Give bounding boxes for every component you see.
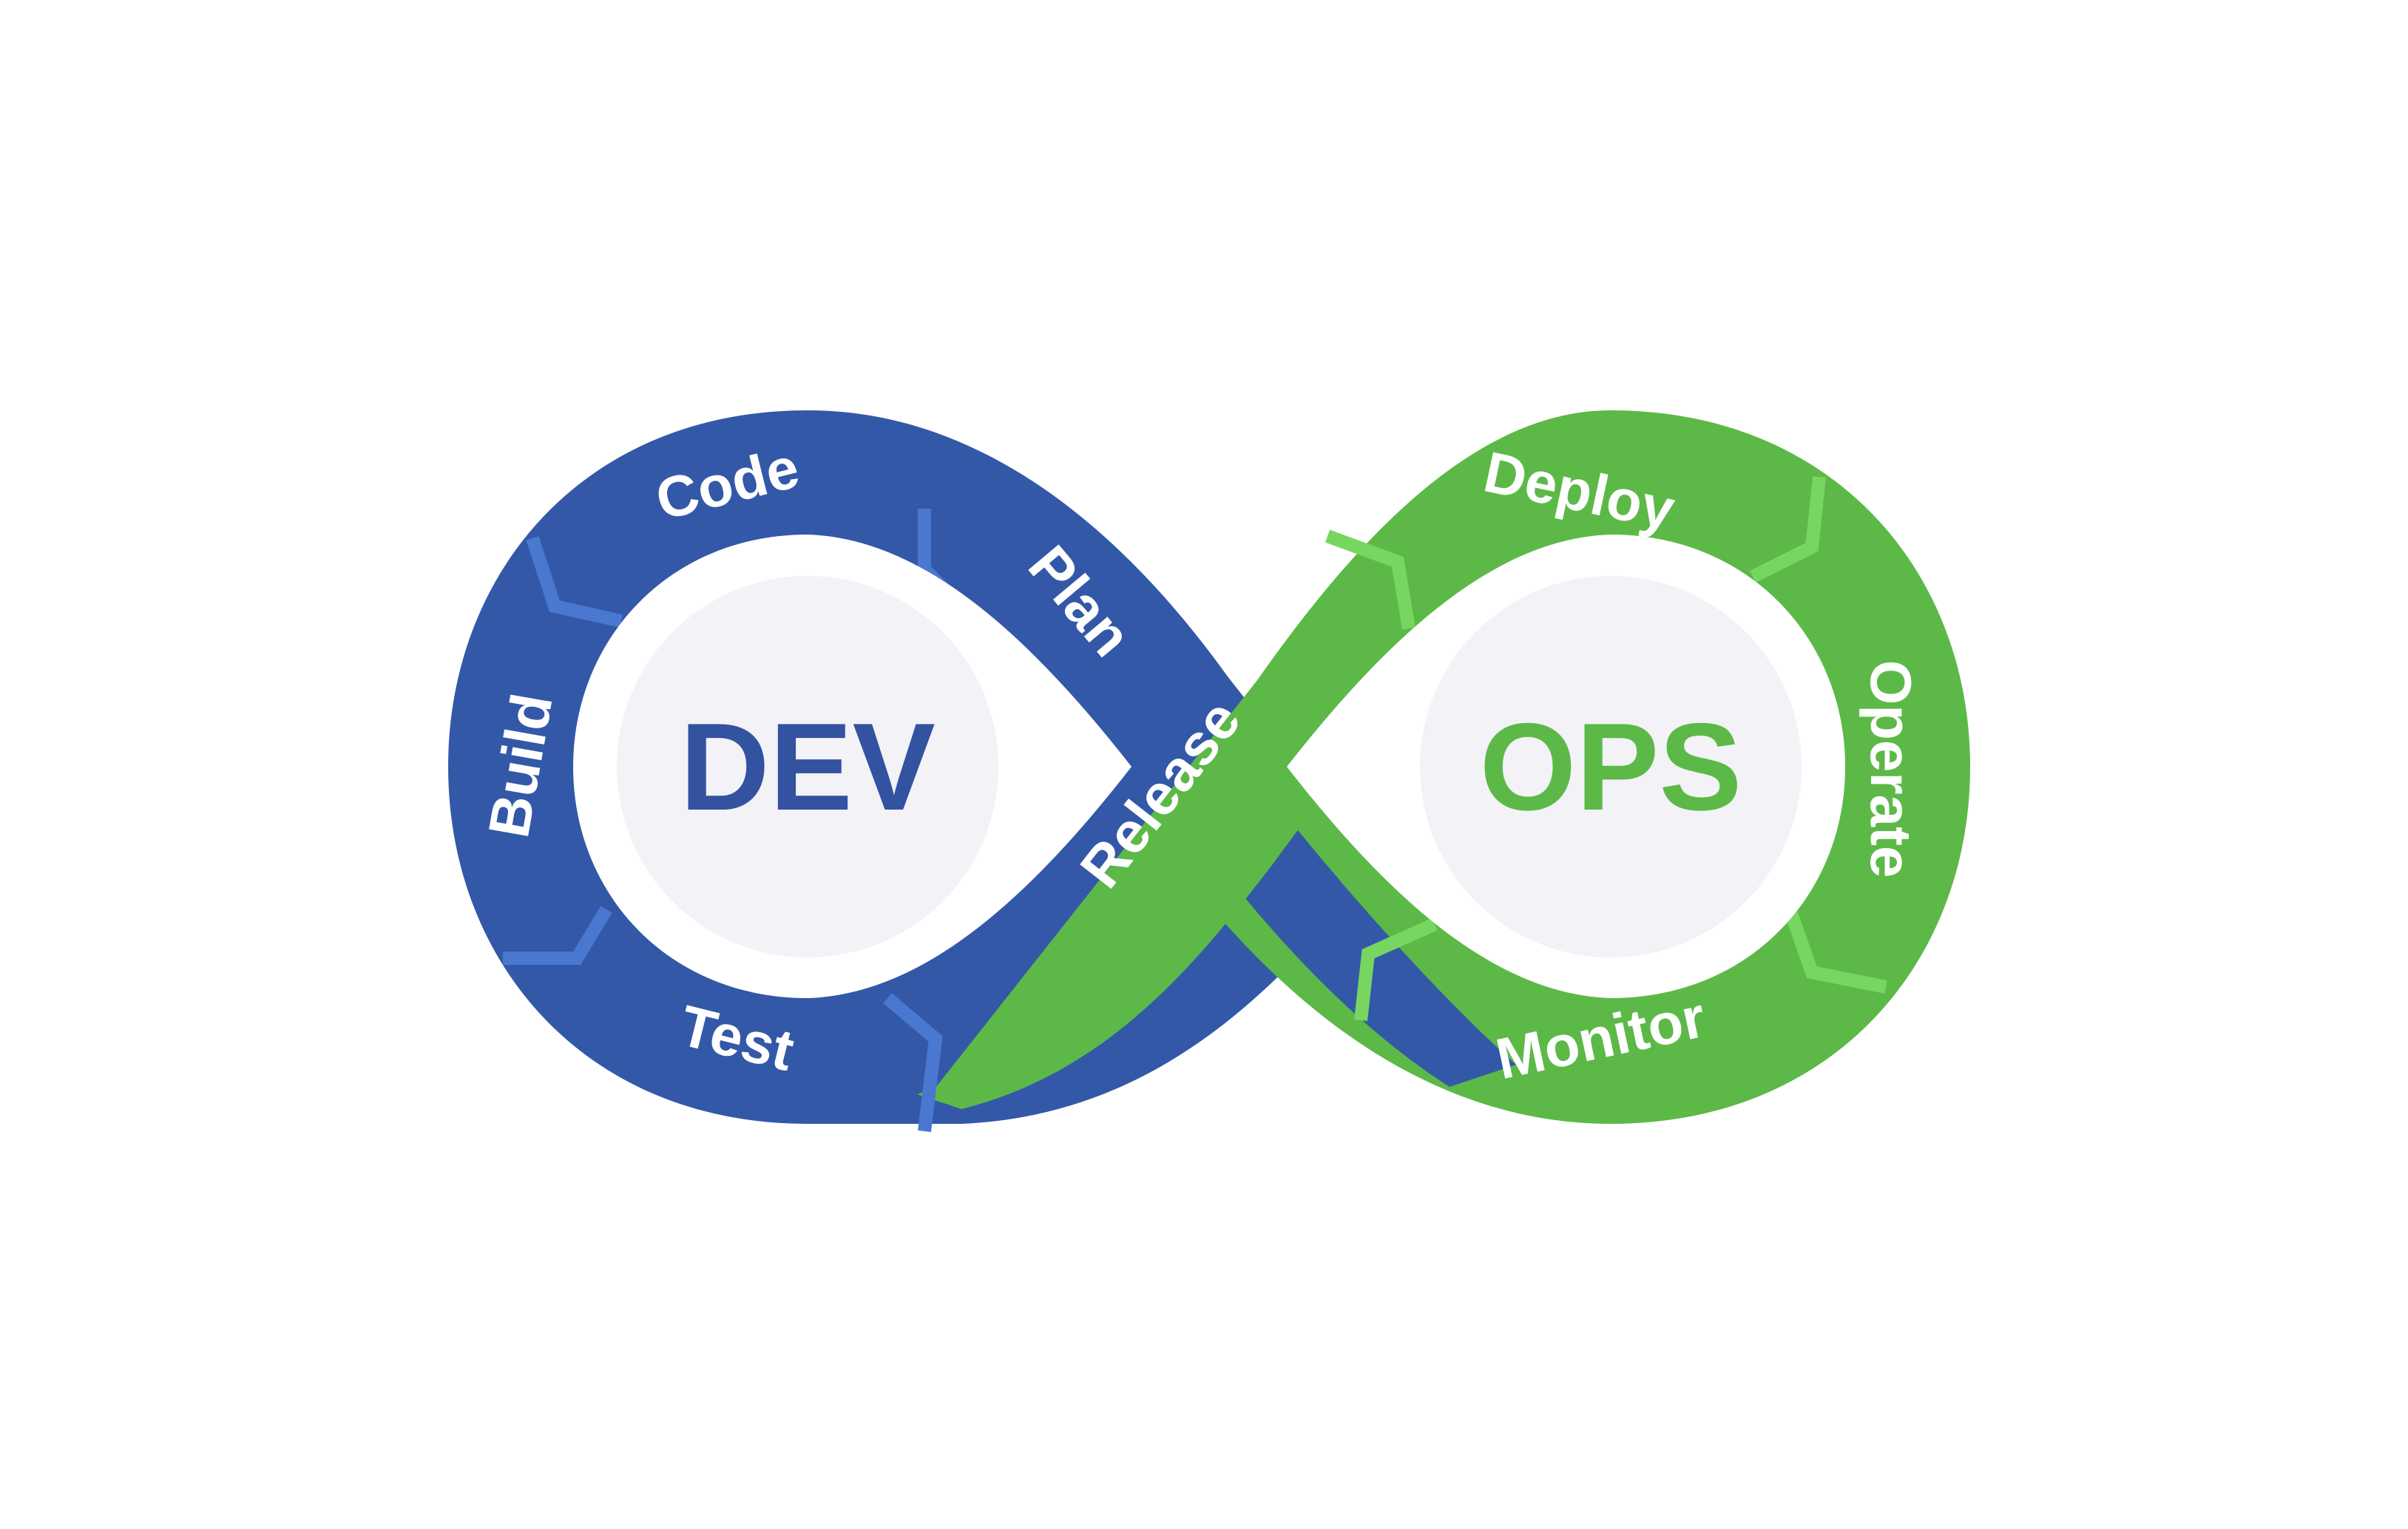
dev-crossing-strand xyxy=(1213,799,1516,1087)
stage-operate: Operate xyxy=(1859,660,1924,878)
dev-center-disc xyxy=(617,576,998,957)
ops-center-disc xyxy=(1420,576,1802,957)
dev-title: DEV xyxy=(680,697,935,836)
ops-title: OPS xyxy=(1480,697,1742,836)
ops-accent-lines xyxy=(1325,476,1887,1021)
